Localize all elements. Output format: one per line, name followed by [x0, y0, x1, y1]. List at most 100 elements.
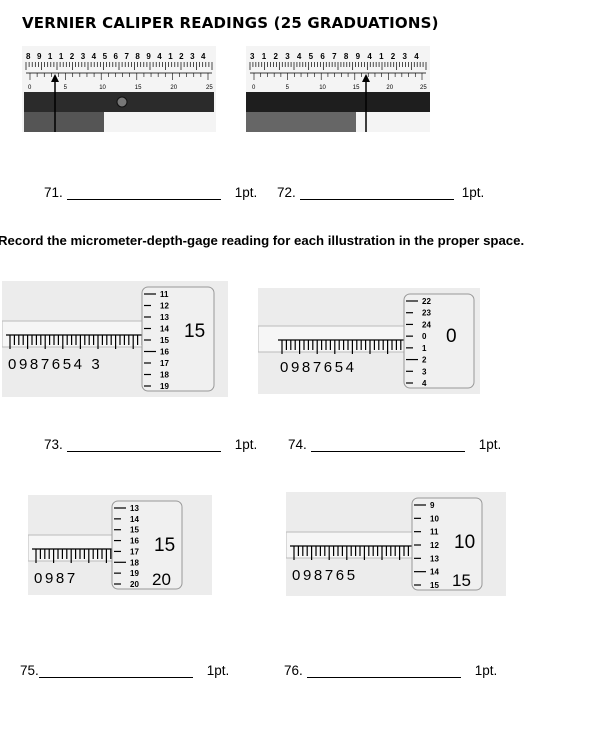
micrometer-thimble	[141, 286, 215, 392]
answer-73-blank[interactable]	[66, 437, 221, 452]
main-scale-digit: 9	[146, 52, 151, 61]
instruction-text: Record the micrometer-depth-gage reading…	[0, 233, 525, 248]
arrow-head-icon	[362, 74, 370, 82]
thimble-big-number: 10	[454, 532, 475, 553]
answer-71-blank[interactable]	[66, 185, 221, 200]
vernier-digit: 0	[28, 85, 32, 91]
main-scale-digit: 4	[297, 52, 302, 61]
thimble-number: 0	[422, 332, 427, 341]
caliper-bar	[246, 92, 430, 112]
thimble-big-number: 0	[446, 326, 457, 347]
sleeve-digits: 0987654	[280, 359, 357, 376]
answer-71: 71. 1pt.	[44, 185, 258, 200]
vernier-digit: 15	[353, 85, 360, 91]
main-scale-digit: 2	[391, 52, 396, 61]
sleeve-digits: 098765	[292, 567, 358, 584]
answer-76: 76. 1pt.	[284, 663, 498, 678]
vernier-digit: 25	[420, 85, 427, 91]
thimble-number: 12	[160, 302, 169, 311]
answer-72-blank[interactable]	[299, 185, 454, 200]
main-scale-digit: 1	[262, 52, 267, 61]
vernier-digit: 10	[319, 85, 326, 91]
micrometer-image-76: 098765 9 10 11 12 13 14 15 10 15	[286, 492, 506, 596]
main-scale-digit: 9	[37, 52, 42, 61]
answer-75: 75. 1pt.	[20, 663, 230, 678]
caliper-jaw	[246, 112, 356, 132]
thimble-number: 13	[160, 313, 169, 322]
thimble-number: 15	[430, 581, 439, 590]
vernier-digit: 5	[64, 85, 68, 91]
main-scale-digit: 1	[48, 52, 53, 61]
micrometer-thimble	[411, 497, 483, 591]
main-scale-digit: 8	[26, 52, 31, 61]
thimble-number: 20	[130, 580, 139, 589]
thimble-number: 3	[422, 367, 427, 376]
main-scale-digit: 5	[103, 52, 108, 61]
answer-74-blank[interactable]	[310, 437, 465, 452]
thimble-number: 14	[160, 325, 169, 334]
main-scale-digit: 4	[367, 52, 372, 61]
main-scale-digit: 1	[59, 52, 64, 61]
thimble-number: 16	[130, 537, 139, 546]
vernier-digit: 0	[252, 85, 256, 91]
thimble-number: 2	[422, 356, 427, 365]
main-scale-digit: 4	[201, 52, 206, 61]
thimble-number: 11	[160, 290, 169, 299]
main-scale-digit: 3	[250, 52, 255, 61]
main-scale-digit: 7	[124, 52, 129, 61]
main-scale-digit: 8	[135, 52, 140, 61]
thimble-number: 12	[430, 541, 439, 550]
thimble-number: 4	[422, 379, 427, 388]
thimble-number: 1	[422, 344, 427, 353]
micrometer-thimble	[403, 293, 475, 389]
main-scale-digit: 4	[92, 52, 97, 61]
main-scale-digit: 1	[168, 52, 173, 61]
thimble-number: 16	[160, 348, 169, 357]
main-scale-digit: 6	[320, 52, 325, 61]
vernier-digit: 20	[386, 85, 393, 91]
answer-72: 72. 1pt.	[277, 185, 485, 200]
thimble-number: 13	[430, 554, 439, 563]
thimble-number: 9	[430, 501, 435, 510]
main-scale-digit: 1	[379, 52, 384, 61]
main-scale-digit: 2	[273, 52, 278, 61]
caliper-jaw	[24, 112, 104, 132]
vernier-digit: 10	[99, 85, 106, 91]
thimble-big-number-2: 20	[152, 570, 171, 589]
answer-75-blank[interactable]	[38, 663, 193, 678]
main-scale-digit: 3	[285, 52, 290, 61]
thimble-number: 10	[430, 514, 439, 523]
main-scale-digit: 3	[81, 52, 86, 61]
vernier-digit: 15	[135, 85, 142, 91]
arrow-head-icon	[51, 74, 59, 82]
main-scale-digit: 8	[344, 52, 349, 61]
main-scale-digit: 5	[309, 52, 314, 61]
thimble-number: 19	[160, 382, 169, 391]
thimble-number: 11	[430, 528, 439, 537]
sleeve-digits: 0987	[34, 570, 78, 587]
main-scale-digit: 6	[114, 52, 119, 61]
thimble-number: 14	[430, 568, 439, 577]
thimble-number: 18	[160, 371, 169, 380]
thimble-number: 13	[130, 504, 139, 513]
vernier-digit: 20	[170, 85, 177, 91]
thimble-number: 19	[130, 569, 139, 578]
main-scale-digit: 9	[356, 52, 361, 61]
main-scale-digit: 3	[403, 52, 408, 61]
main-scale-digit: 7	[332, 52, 337, 61]
answer-73: 73. 1pt.	[44, 437, 258, 452]
micrometer-thimble	[111, 500, 183, 590]
vernier-digit: 25	[206, 85, 213, 91]
sleeve-digits: 0987654 3	[8, 356, 102, 373]
answer-76-blank[interactable]	[306, 663, 461, 678]
page-title: VERNIER CALIPER READINGS (25 GRADUATIONS…	[22, 14, 439, 32]
thimble-big-number-2: 15	[452, 571, 471, 590]
vernier-digit: 5	[286, 85, 290, 91]
